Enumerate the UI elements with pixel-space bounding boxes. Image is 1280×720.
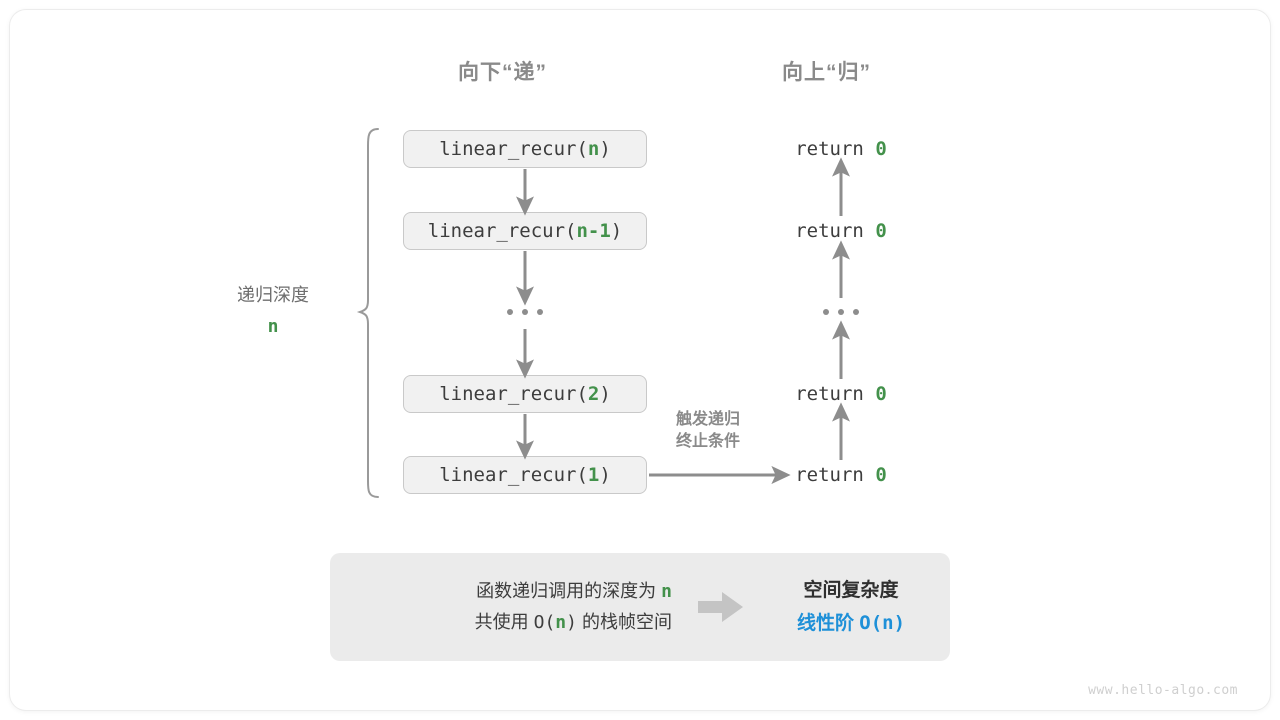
summary-left: 函数递归调用的深度为 n 共使用 O(n) 的栈帧空间 xyxy=(330,576,690,639)
summary-left-line2-post: 的栈帧空间 xyxy=(576,612,672,632)
summary-left-line2: 共使用 O(n) 的栈帧空间 xyxy=(330,607,672,639)
call-box-3-suffix: ) xyxy=(599,464,611,486)
call-box-2-prefix: linear_recur( xyxy=(439,383,588,405)
return-label-0: return 0 xyxy=(795,138,887,160)
call-box-0: linear_recur(n) xyxy=(403,130,647,168)
watermark: www.hello-algo.com xyxy=(1088,683,1238,698)
call-box-1: linear_recur(n-1) xyxy=(403,212,647,250)
return-label-2-text: return xyxy=(795,383,876,405)
header-descend: 向下“递” xyxy=(458,61,547,84)
base-case-note: 触发递归 终止条件 xyxy=(676,409,740,454)
call-box-0-arg: n xyxy=(587,138,600,160)
return-label-0-text: return xyxy=(795,138,876,160)
right-block-arrow-icon xyxy=(698,592,743,622)
recursion-depth-value: n xyxy=(267,316,279,337)
call-box-1-prefix: linear_recur( xyxy=(427,220,577,242)
header-ascend: 向上“归” xyxy=(782,61,871,84)
call-box-2-suffix: ) xyxy=(599,383,611,405)
ellipsis-dot xyxy=(537,309,543,315)
summary-left-line1: 函数递归调用的深度为 n xyxy=(330,576,672,608)
call-ellipsis xyxy=(507,309,543,315)
summary-left-line1-text: 函数递归调用的深度为 xyxy=(476,580,662,601)
summary-right-title: 空间复杂度 xyxy=(803,579,899,601)
call-box-2-arg: 2 xyxy=(587,383,600,405)
summary-left-line1-value: n xyxy=(661,580,672,602)
ellipsis-dot xyxy=(823,309,829,315)
return-label-2-value: 0 xyxy=(875,383,887,405)
summary-left-line2-value: O(n) xyxy=(533,612,577,633)
return-label-1-text: return xyxy=(795,220,876,242)
summary-right-value-big-o: O(n) xyxy=(859,612,906,634)
call-box-3-prefix: linear_recur( xyxy=(439,464,588,486)
base-case-note-line1: 触发递归 xyxy=(675,411,741,428)
call-box-0-prefix: linear_recur( xyxy=(439,138,588,160)
summary-right-value: 线性阶 O(n) xyxy=(752,607,950,640)
complexity-summary-panel: 函数递归调用的深度为 n 共使用 O(n) 的栈帧空间 空间复杂度 线性阶 O(… xyxy=(330,553,950,661)
return-label-3: return 0 xyxy=(795,464,887,486)
return-label-1: return 0 xyxy=(795,220,887,242)
return-label-1-value: 0 xyxy=(875,220,887,242)
call-box-3: linear_recur(1) xyxy=(403,456,647,494)
return-label-3-text: return xyxy=(795,464,876,486)
ellipsis-dot xyxy=(522,309,528,315)
return-label-0-value: 0 xyxy=(875,138,887,160)
call-box-0-suffix: ) xyxy=(599,138,611,160)
ellipsis-dot xyxy=(853,309,859,315)
ellipsis-dot xyxy=(838,309,844,315)
recursion-depth-label: 递归深度 n xyxy=(237,281,309,337)
ellipsis-dot xyxy=(507,309,513,315)
call-box-1-suffix: ) xyxy=(610,220,623,242)
return-label-3-value: 0 xyxy=(875,464,887,486)
call-box-3-arg: 1 xyxy=(587,464,600,486)
base-case-note-line2: 终止条件 xyxy=(675,433,741,451)
call-box-2: linear_recur(2) xyxy=(403,375,647,413)
summary-left-line2-arg: n xyxy=(555,612,567,633)
summary-left-line2-text: 共使用 xyxy=(474,612,534,632)
summary-arrow-wrap xyxy=(690,590,752,624)
summary-right-value-label: 线性阶 xyxy=(796,613,860,634)
return-label-2: return 0 xyxy=(795,383,887,405)
return-ellipsis xyxy=(823,309,859,315)
summary-right: 空间复杂度 线性阶 O(n) xyxy=(752,574,950,641)
recursion-depth-text: 递归深度 xyxy=(237,285,309,305)
call-box-1-arg: n-1 xyxy=(576,220,611,242)
